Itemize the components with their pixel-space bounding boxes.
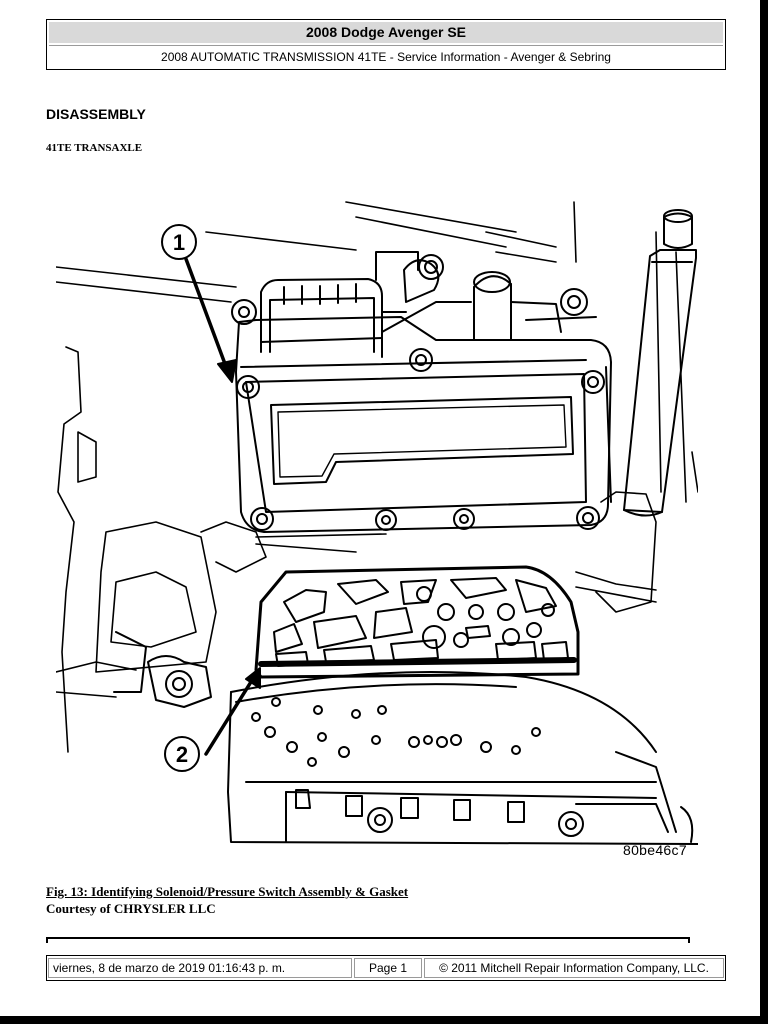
gasket — [254, 565, 580, 679]
figure-code: 80be46c7 — [623, 842, 687, 858]
figure-courtesy: Courtesy of CHRYSLER LLC — [46, 901, 216, 916]
shift-rod — [623, 209, 697, 517]
footer-date: viernes, 8 de marzo de 2019 01:16:43 p. … — [48, 958, 352, 978]
callout-2-label: 2 — [176, 742, 188, 767]
solenoid-pressure-switch-assembly — [231, 251, 612, 533]
document-header: 2008 Dodge Avenger SE 2008 AUTOMATIC TRA… — [46, 19, 726, 70]
callout-1: 1 — [161, 224, 237, 383]
callout-1-label: 1 — [173, 230, 185, 255]
valve-body — [113, 631, 698, 845]
callout-2: 2 — [164, 667, 261, 772]
transaxle-housing-lines — [56, 201, 698, 753]
footer-page-number: Page 1 — [354, 958, 422, 978]
solenoid-assembly-illustration: 1 2 — [56, 201, 698, 845]
subsection-title: 41TE TRANSAXLE — [46, 142, 143, 154]
footer-rule — [46, 937, 690, 943]
figure-caption: Fig. 13: Identifying Solenoid/Pressure S… — [46, 884, 409, 899]
footer-copyright: © 2011 Mitchell Repair Information Compa… — [424, 958, 724, 978]
document-subtitle: 2008 AUTOMATIC TRANSMISSION 41TE - Servi… — [49, 45, 723, 68]
document-title: 2008 Dodge Avenger SE — [49, 22, 723, 43]
section-title: DISASSEMBLY — [46, 106, 146, 122]
document-footer: viernes, 8 de marzo de 2019 01:16:43 p. … — [46, 955, 726, 981]
